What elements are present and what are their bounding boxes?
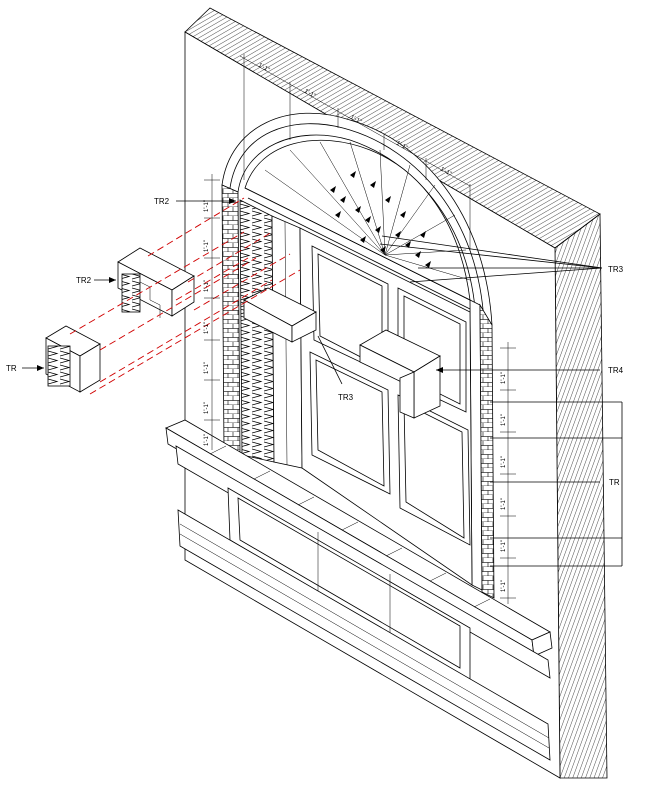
lower-sash-left: [309, 351, 391, 495]
leader-lines: [22, 198, 623, 567]
wall-side-hatch: [554, 213, 608, 779]
callout-tr2-side: TR2: [76, 276, 92, 285]
left-casing-return: [271, 215, 303, 469]
callout-tr-right: TR: [609, 478, 620, 487]
left-dim-1: 1'-1": [204, 200, 210, 212]
sill-side: [531, 631, 553, 657]
callout-tr-left: TR: [6, 364, 17, 373]
left-dim-2: 1'-1": [204, 240, 210, 252]
lower-sash-left-glass: [315, 359, 385, 487]
right-dim-6: 1'-1": [501, 580, 507, 592]
sill-blocks: [209, 445, 491, 608]
arch-dimension-string: 1'-1" 1'-1" 1'-1" 1'-1" 1'-1": [239, 54, 471, 250]
arch-dim-2: 1'-1": [303, 89, 316, 100]
capital-block-left: [243, 287, 317, 343]
right-jamb: [469, 299, 495, 599]
right-brick-column: [479, 303, 495, 599]
right-dim-4: 1'-1": [501, 498, 507, 510]
callout-tr3-bottom: TR3: [338, 393, 354, 402]
right-dim-3: 1'-1": [501, 456, 507, 468]
callout-tr4: TR4: [608, 366, 624, 375]
window: [299, 227, 473, 586]
fanlight-frame: [244, 139, 471, 301]
apron-panel-inner: [237, 497, 461, 669]
arch-dim-1: 1'-1": [257, 63, 270, 74]
callout-tr3-right: TR3: [608, 265, 624, 274]
left-dim-4: 1'-1": [204, 322, 210, 334]
arch-dim-5: 1'-1": [439, 167, 452, 178]
right-dim-5: 1'-1": [501, 540, 507, 552]
right-dim-1: 1'-1": [501, 372, 507, 384]
arch: [221, 112, 493, 326]
fanlight-spokes: [264, 141, 471, 281]
lower-sash-right: [397, 394, 471, 546]
left-casing: [239, 199, 275, 463]
profile-tr: [45, 325, 101, 393]
fanlight-base-bar: [244, 187, 473, 311]
arch-dim-4: 1'-1": [395, 141, 408, 152]
callout-tr2-top: TR2: [154, 197, 170, 206]
arch-dim-3: 1'-1": [349, 115, 362, 126]
left-brick-column: [221, 184, 241, 456]
right-jamb-dimension-string: 1'-1" 1'-1" 1'-1" 1'-1" 1'-1" 1'-1": [500, 342, 516, 604]
capital-block-right: [359, 329, 441, 419]
left-dim-5: 1'-1": [204, 362, 210, 374]
base-molding: [177, 509, 551, 761]
sill: [165, 419, 553, 761]
projection-lines: [69, 197, 301, 395]
arch-inner-line: [229, 123, 485, 323]
left-dim-3: 1'-1": [204, 280, 210, 292]
left-dim-6: 1'-1": [204, 402, 210, 414]
profile-tr2: [117, 247, 195, 318]
lower-sash-right-glass: [403, 402, 465, 539]
left-jamb: [221, 184, 303, 469]
left-dim-7: 1'-1": [204, 434, 210, 446]
left-jamb-dimension-string: 1'-1" 1'-1" 1'-1" 1'-1" 1'-1" 1'-1" 1'-1…: [204, 174, 220, 450]
right-dim-2: 1'-1": [501, 414, 507, 426]
